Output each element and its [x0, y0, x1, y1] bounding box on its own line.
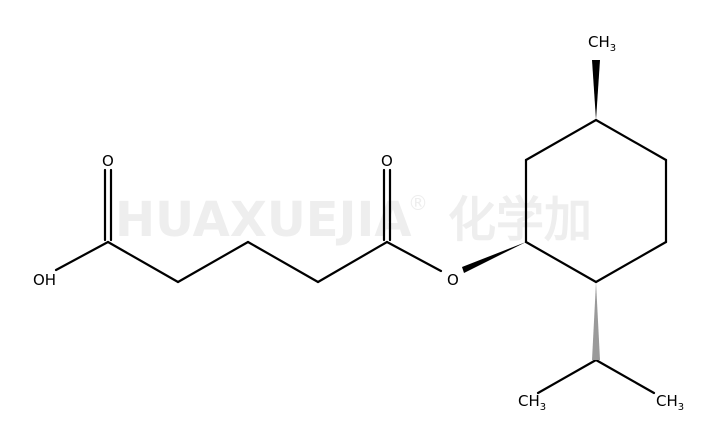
wedge-ester-o [462, 242, 526, 273]
methyl-top: CH3 [588, 33, 616, 54]
methyl-left: CH3 [518, 392, 546, 413]
watermark-latin: HUAXUEJIA [115, 192, 411, 248]
methyl-right: CH3 [656, 392, 684, 413]
atom-ester-o: O [447, 271, 459, 289]
bond-c4-c5 [316, 240, 389, 284]
bond-isopropyl-left [536, 358, 598, 395]
bond-c5-ester-o [385, 240, 443, 273]
bond-c3-c4 [246, 240, 320, 284]
chain-bonds [54, 168, 443, 284]
atom-labels: O OH O O CH3 CH3 CH3 [33, 33, 684, 413]
watermark-registered-mark: ® [408, 191, 428, 215]
bond-ring-f [524, 240, 598, 284]
watermark: HUAXUEJIA ® 化学加 [115, 191, 592, 248]
atom-hydroxyl: OH [33, 271, 56, 289]
methyl-top-sub: 3 [610, 43, 616, 54]
wedge-methyl [592, 60, 600, 120]
bond-c1-oh [54, 240, 110, 272]
bond-ring-c [594, 118, 668, 162]
methyl-left-sub: 3 [540, 402, 546, 413]
ring-bonds [524, 118, 668, 395]
atom-carbonyl-o-ester: O [381, 152, 393, 170]
wedge-isopropyl [592, 282, 600, 360]
stereo-bonds [462, 60, 600, 360]
methyl-right-base: CH [656, 392, 678, 410]
methyl-top-base: CH [588, 33, 610, 51]
methyl-right-sub: 3 [678, 402, 684, 413]
atom-carbonyl-o-acid: O [102, 152, 114, 170]
bond-isopropyl-right [594, 358, 656, 395]
watermark-chinese: 化学加 [448, 192, 592, 248]
methyl-left-base: CH [518, 392, 540, 410]
bond-ring-e [594, 240, 668, 284]
bond-c1-c2 [106, 240, 180, 284]
bond-c2-c3 [176, 240, 250, 284]
bond-ring-b [524, 118, 598, 162]
